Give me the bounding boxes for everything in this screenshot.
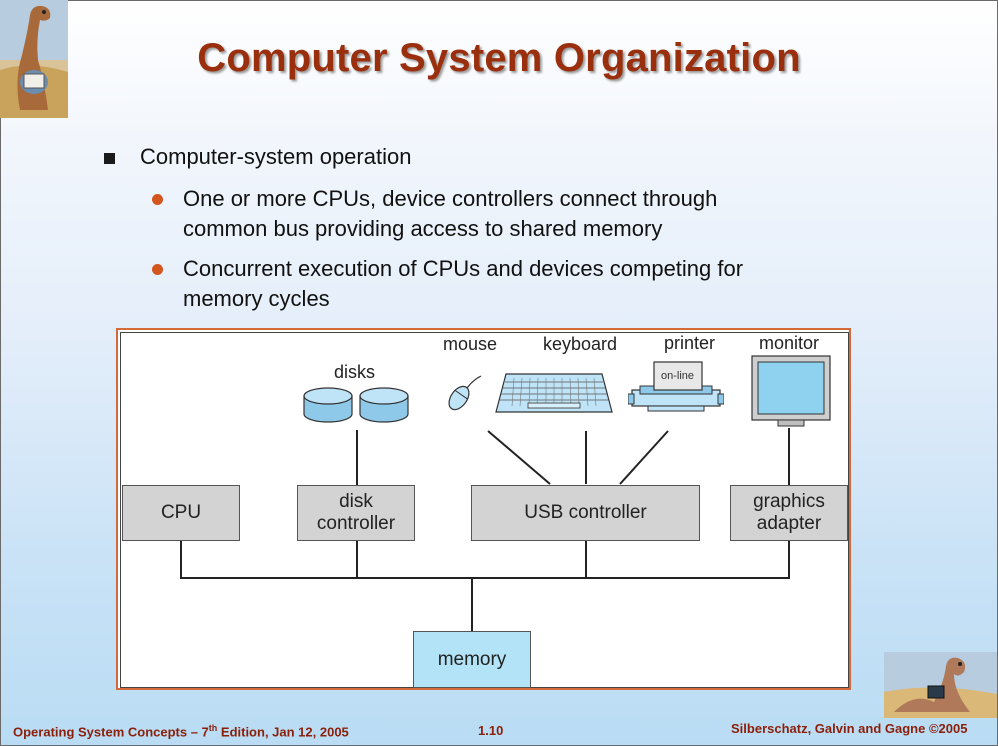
system-bus	[180, 577, 790, 579]
usb-controller-label: USB controller	[524, 502, 647, 523]
cpu-label: CPU	[160, 502, 202, 523]
memory-bus-line	[471, 577, 473, 631]
graphics-adapter-label-line: adapter	[756, 513, 822, 534]
graphics-bus-line	[788, 540, 790, 579]
monitor-connector-line	[788, 428, 790, 485]
disk-connector-line	[356, 430, 358, 485]
footer-book-edition: Operating System Concepts – 7th Edition,…	[13, 723, 349, 740]
mouse-icon	[448, 375, 482, 411]
cpu-bus-line	[180, 540, 182, 579]
square-bullet-icon	[104, 153, 115, 164]
usb-controller-box: USB controller	[471, 485, 700, 541]
disk-controller-box: disk controller	[297, 485, 415, 541]
printer-online-label: on-line	[661, 370, 695, 382]
footer-page-number: 1.10	[478, 723, 504, 738]
printer-label: printer	[664, 333, 716, 353]
round-bullet-icon	[152, 264, 163, 275]
dinosaur-logo-top	[0, 0, 68, 118]
disks-icon	[303, 387, 409, 423]
bullet-text-line: One or more CPUs, device controllers con…	[183, 186, 718, 211]
memory-box: memory	[413, 631, 531, 688]
disk-controller-label-line: controller	[316, 513, 396, 534]
usb-connector-lines	[487, 430, 669, 485]
keyboard-icon	[495, 373, 613, 413]
disk-bus-line	[356, 540, 358, 579]
bullet-text-line: common bus providing access to shared me…	[183, 216, 663, 241]
keyboard-label: keyboard	[543, 334, 618, 354]
slide-title: Computer System Organization	[197, 36, 801, 80]
disk-controller-label-line: disk	[339, 491, 373, 512]
monitor-label: monitor	[759, 333, 820, 353]
usb-bus-line	[585, 540, 587, 579]
graphics-adapter-label-line: graphics	[753, 491, 825, 512]
bullet-text-line: memory cycles	[183, 286, 330, 311]
mouse-label: mouse	[443, 334, 498, 354]
graphics-adapter-box: graphics adapter	[730, 485, 848, 541]
cpu-box: CPU	[122, 485, 240, 541]
bullet-text-line: Concurrent execution of CPUs and devices…	[183, 256, 744, 281]
memory-label: memory	[437, 648, 507, 670]
printer-icon	[628, 361, 724, 412]
round-bullet-icon	[152, 194, 163, 205]
monitor-icon	[751, 355, 831, 427]
disks-label: disks	[334, 362, 376, 382]
bullet-level1-text: Computer-system operation	[140, 144, 412, 169]
dinosaur-logo-bottom	[884, 652, 997, 718]
footer-authors: Silberschatz, Galvin and Gagne ©2005	[731, 721, 968, 736]
